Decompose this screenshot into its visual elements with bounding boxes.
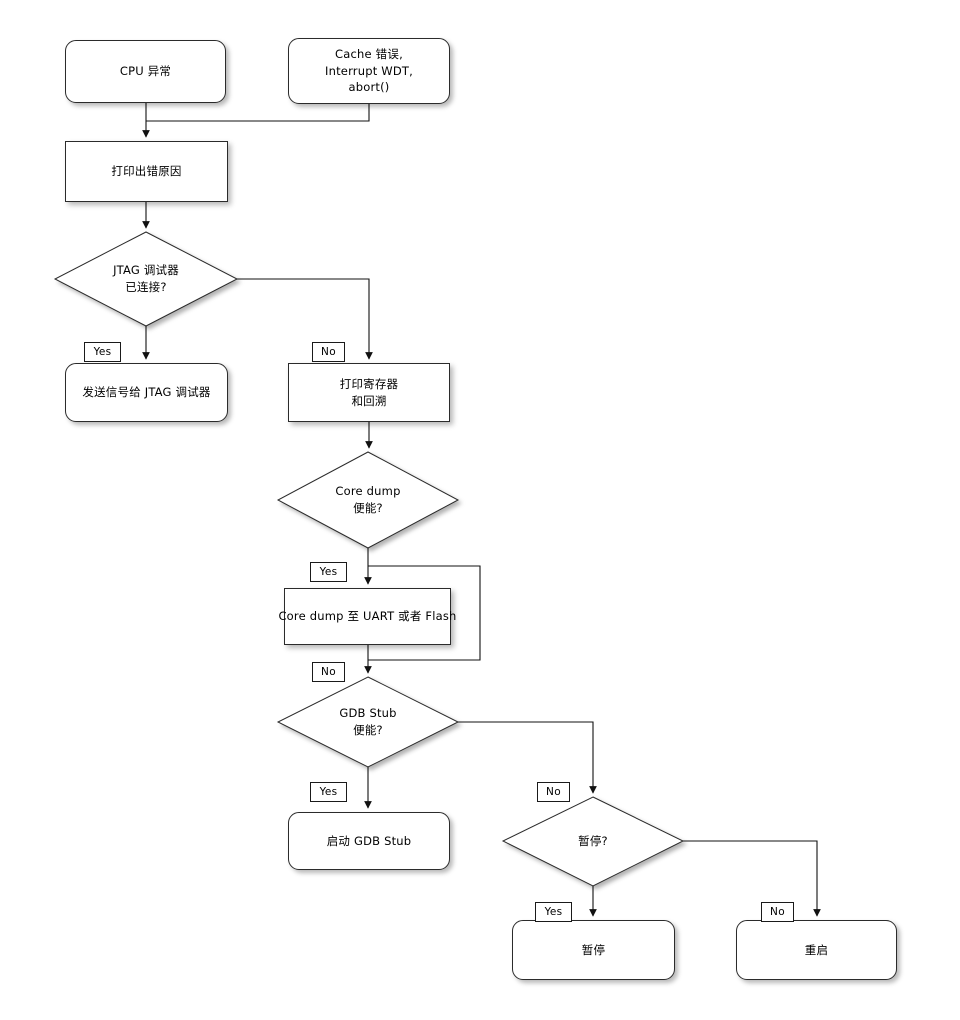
decision-shapes (53, 231, 685, 887)
node-print-error-cause[interactable]: 打印出错原因 (65, 141, 228, 202)
edge-label-coredump-no: No (312, 662, 345, 682)
edge-gdbstub-no (458, 721, 597, 794)
node-gdbstub-enabled-line-0: GDB Stub (339, 706, 397, 721)
edge-label-gdbstub-no: No (537, 782, 570, 802)
edge-label-coredump-yes: Yes (310, 562, 347, 582)
edge-label-jtag-no: No (312, 342, 345, 362)
connector-lines (142, 103, 821, 917)
node-print-registers-backtrace-line-0: 打印寄存器 (339, 376, 399, 391)
node-halt-question[interactable]: 暂停? (503, 797, 683, 886)
edge-label-jtag-yes: Yes (84, 342, 121, 362)
node-halt-question-line-0: 暂停? (578, 834, 608, 849)
node-jtag-connected-line-0: JTAG 调试器 (113, 263, 179, 278)
node-start-gdbstub[interactable]: 启动 GDB Stub (288, 812, 450, 870)
node-print-registers-backtrace[interactable]: 打印寄存器 和回溯 (288, 363, 450, 422)
node-cache-error-line-0: Cache 错误, (335, 46, 403, 61)
edge-jtag-no (237, 278, 373, 360)
edge-cache-to-print (146, 104, 370, 122)
node-reboot[interactable]: 重启 (736, 920, 897, 980)
edge-coredump-no-bypass (368, 565, 481, 661)
node-gdbstub-enabled[interactable]: GDB Stub 便能? (278, 677, 458, 767)
edge-label-gdbstub-yes: Yes (310, 782, 347, 802)
node-cache-error-line-2: abort() (348, 80, 390, 95)
node-halt-line-0: 暂停 (581, 942, 606, 957)
node-send-signal-jtag-line-0: 发送信号给 JTAG 调试器 (82, 385, 211, 400)
node-jtag-connected-line-1: 已连接? (125, 280, 167, 294)
node-coredump-to-uart-flash[interactable]: Core dump 至 UART 或者 Flash (278, 588, 456, 645)
node-jtag-connected[interactable]: JTAG 调试器 已连接? (55, 232, 237, 326)
node-coredump-enabled-line-1: 便能? (353, 501, 383, 515)
node-gdbstub-enabled-line-1: 便能? (353, 723, 383, 737)
node-cpu-exception-line-0: CPU 异常 (119, 64, 172, 79)
node-send-signal-jtag[interactable]: 发送信号给 JTAG 调试器 (65, 363, 228, 422)
edge-label-halt-yes: Yes (535, 902, 572, 922)
node-start-gdbstub-line-0: 启动 GDB Stub (326, 833, 412, 848)
node-print-registers-backtrace-line-1: 和回溯 (351, 393, 387, 408)
node-coredump-to-uart-flash-line-0: Core dump 至 UART 或者 Flash (278, 609, 457, 624)
node-cache-error-line-1: Interrupt WDT, (325, 63, 413, 78)
node-cache-error[interactable]: Cache 错误, Interrupt WDT, abort() (288, 38, 450, 104)
node-coredump-enabled-line-0: Core dump (335, 484, 401, 499)
edge-label-halt-no: No (761, 902, 794, 922)
node-coredump-enabled[interactable]: Core dump 便能? (278, 452, 458, 548)
node-print-error-cause-line-0: 打印出错原因 (111, 164, 182, 179)
edge-halt-no (683, 840, 821, 917)
node-reboot-line-0: 重启 (804, 942, 829, 957)
node-halt[interactable]: 暂停 (512, 920, 675, 980)
node-cpu-exception[interactable]: CPU 异常 (65, 40, 226, 103)
